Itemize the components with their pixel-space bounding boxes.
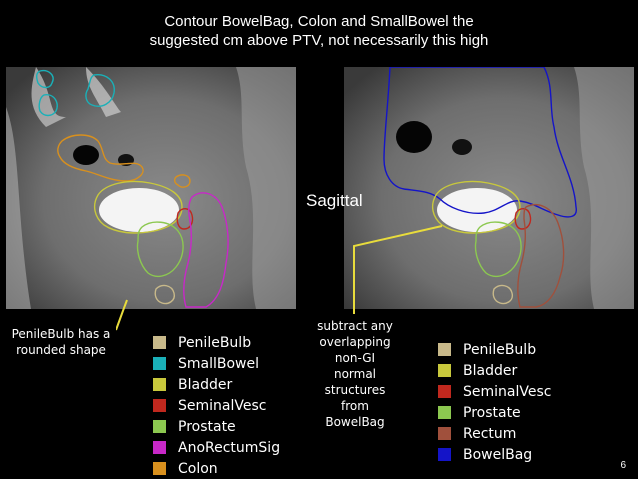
subtract-callout: subtract any overlapping non-GI normal s… xyxy=(300,318,410,430)
legend-right: PenileBulb Bladder SeminalVesc Prostate … xyxy=(438,339,551,465)
contour-prostate-right xyxy=(474,221,522,278)
legend-label: BowelBag xyxy=(463,446,533,463)
contour-bladder xyxy=(93,180,183,234)
colon-air xyxy=(73,145,99,165)
legend-swatch xyxy=(438,427,451,440)
contour-smallbowel-3 xyxy=(38,94,58,117)
contour-seminalvesc-right xyxy=(514,208,532,230)
legend-item: SeminalVesc xyxy=(438,381,551,402)
legend-label: Rectum xyxy=(463,425,517,442)
legend-swatch xyxy=(438,406,451,419)
legend-item: PenileBulb xyxy=(153,332,280,353)
title-line-1: Contour BowelBag, Colon and SmallBowel t… xyxy=(164,13,474,30)
contour-colon xyxy=(57,134,144,182)
legend-item: Bladder xyxy=(153,374,280,395)
legend-item: Colon xyxy=(153,458,280,479)
legend-label: PenileBulb xyxy=(178,334,252,351)
sagittal-label: Sagittal xyxy=(306,191,363,210)
contour-bladder-right xyxy=(431,180,521,234)
legend-label: SmallBowel xyxy=(178,355,260,372)
legend-label: SeminalVesc xyxy=(463,383,552,400)
legend-label: PenileBulb xyxy=(463,341,537,358)
subtract-callout-line: from xyxy=(341,399,369,413)
legend-item: Bladder xyxy=(438,360,551,381)
legend-label: Colon xyxy=(178,460,218,477)
legend-swatch xyxy=(438,448,451,461)
contour-prostate xyxy=(136,221,184,278)
title-line-2: suggested cm above PTV, not necessarily … xyxy=(149,32,489,49)
contour-colon-2 xyxy=(173,174,191,188)
legend-swatch xyxy=(438,343,451,356)
contour-smallbowel-2 xyxy=(85,74,115,107)
subtract-callout-line: non-GI xyxy=(334,351,376,365)
ct-image-right xyxy=(344,67,634,309)
legend-swatch xyxy=(153,420,166,433)
legend-swatch xyxy=(153,378,166,391)
legend-label: Bladder xyxy=(463,362,518,379)
penilebulb-callout-line-2: rounded shape xyxy=(16,343,106,357)
legend-swatch xyxy=(153,399,166,412)
legend-item: SmallBowel xyxy=(153,353,280,374)
legend-swatch xyxy=(153,462,166,475)
subtract-callout-line: overlapping xyxy=(319,335,391,349)
legend-swatch xyxy=(153,441,166,454)
legend-swatch xyxy=(153,336,166,349)
ct-image-left xyxy=(6,67,296,309)
subtract-callout-line: normal xyxy=(333,367,377,381)
legend-label: Bladder xyxy=(178,376,233,393)
penilebulb-callout-line-1: PenileBulb has a xyxy=(11,327,111,341)
subtract-callout-line: structures xyxy=(324,383,386,397)
legend-item: PenileBulb xyxy=(438,339,551,360)
legend-label: SeminalVesc xyxy=(178,397,267,414)
contour-rectum xyxy=(517,204,565,308)
contour-penilebulb-right xyxy=(492,284,514,305)
legend-left: PenileBulb SmallBowel Bladder SeminalVes… xyxy=(153,332,280,479)
penilebulb-callout: PenileBulb has a rounded shape xyxy=(6,326,116,358)
contour-penilebulb xyxy=(154,284,176,305)
contour-smallbowel-1 xyxy=(35,69,54,89)
legend-swatch xyxy=(153,357,166,370)
slide-title: Contour BowelBag, Colon and SmallBowel t… xyxy=(0,12,638,50)
page-number: 6 xyxy=(620,460,626,471)
legend-swatch xyxy=(438,364,451,377)
legend-item: Prostate xyxy=(153,416,280,437)
legend-label: Prostate xyxy=(463,404,521,421)
legend-item: SeminalVesc xyxy=(153,395,280,416)
legend-item: Rectum xyxy=(438,423,551,444)
legend-item: AnoRectumSig xyxy=(153,437,280,458)
legend-swatch xyxy=(438,385,451,398)
legend-item: BowelBag xyxy=(438,444,551,465)
subtract-callout-line: BowelBag xyxy=(325,415,385,429)
contour-bowelbag xyxy=(383,67,577,218)
contour-anorectum xyxy=(183,192,229,308)
subtract-callout-line: subtract any xyxy=(317,319,393,333)
legend-label: Prostate xyxy=(178,418,236,435)
legend-item: Prostate xyxy=(438,402,551,423)
legend-label: AnoRectumSig xyxy=(178,439,281,456)
